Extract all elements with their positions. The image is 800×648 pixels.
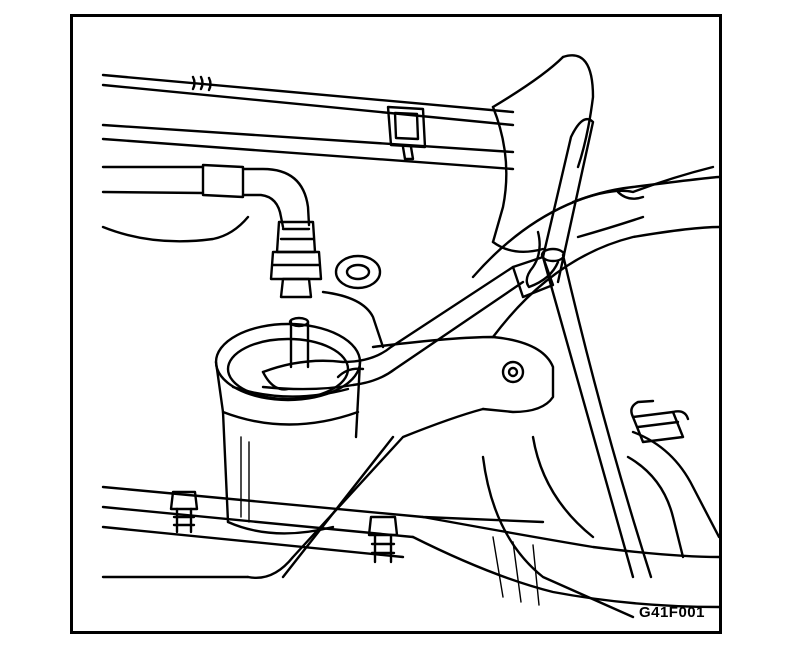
fuel-filter <box>214 322 362 535</box>
vacuum-hose <box>540 247 653 579</box>
open-end-wrench <box>261 117 595 391</box>
fitting-seat <box>321 254 385 349</box>
upper-frame-rail <box>101 73 515 171</box>
brace-bolt-left <box>169 490 199 534</box>
coolant-hose <box>626 410 719 559</box>
fuel-line <box>101 163 311 229</box>
fuel-filter-removal-illustration <box>101 54 719 619</box>
lower-body-panel <box>411 515 719 609</box>
frame-brace <box>101 485 545 579</box>
hose-clamp <box>630 399 690 421</box>
fuel-line-fitting <box>269 220 323 299</box>
figure-frame: G41F001 <box>70 14 722 634</box>
brace-bolt-right <box>367 515 399 564</box>
left-body-panel <box>101 215 250 243</box>
mounting-bracket <box>246 335 555 579</box>
filter-inlet-tube <box>288 316 310 369</box>
rail-clip <box>386 105 427 161</box>
shading-hatch <box>240 436 540 606</box>
technician-hand <box>491 54 715 289</box>
figure-code-label: G41F001 <box>638 604 705 621</box>
